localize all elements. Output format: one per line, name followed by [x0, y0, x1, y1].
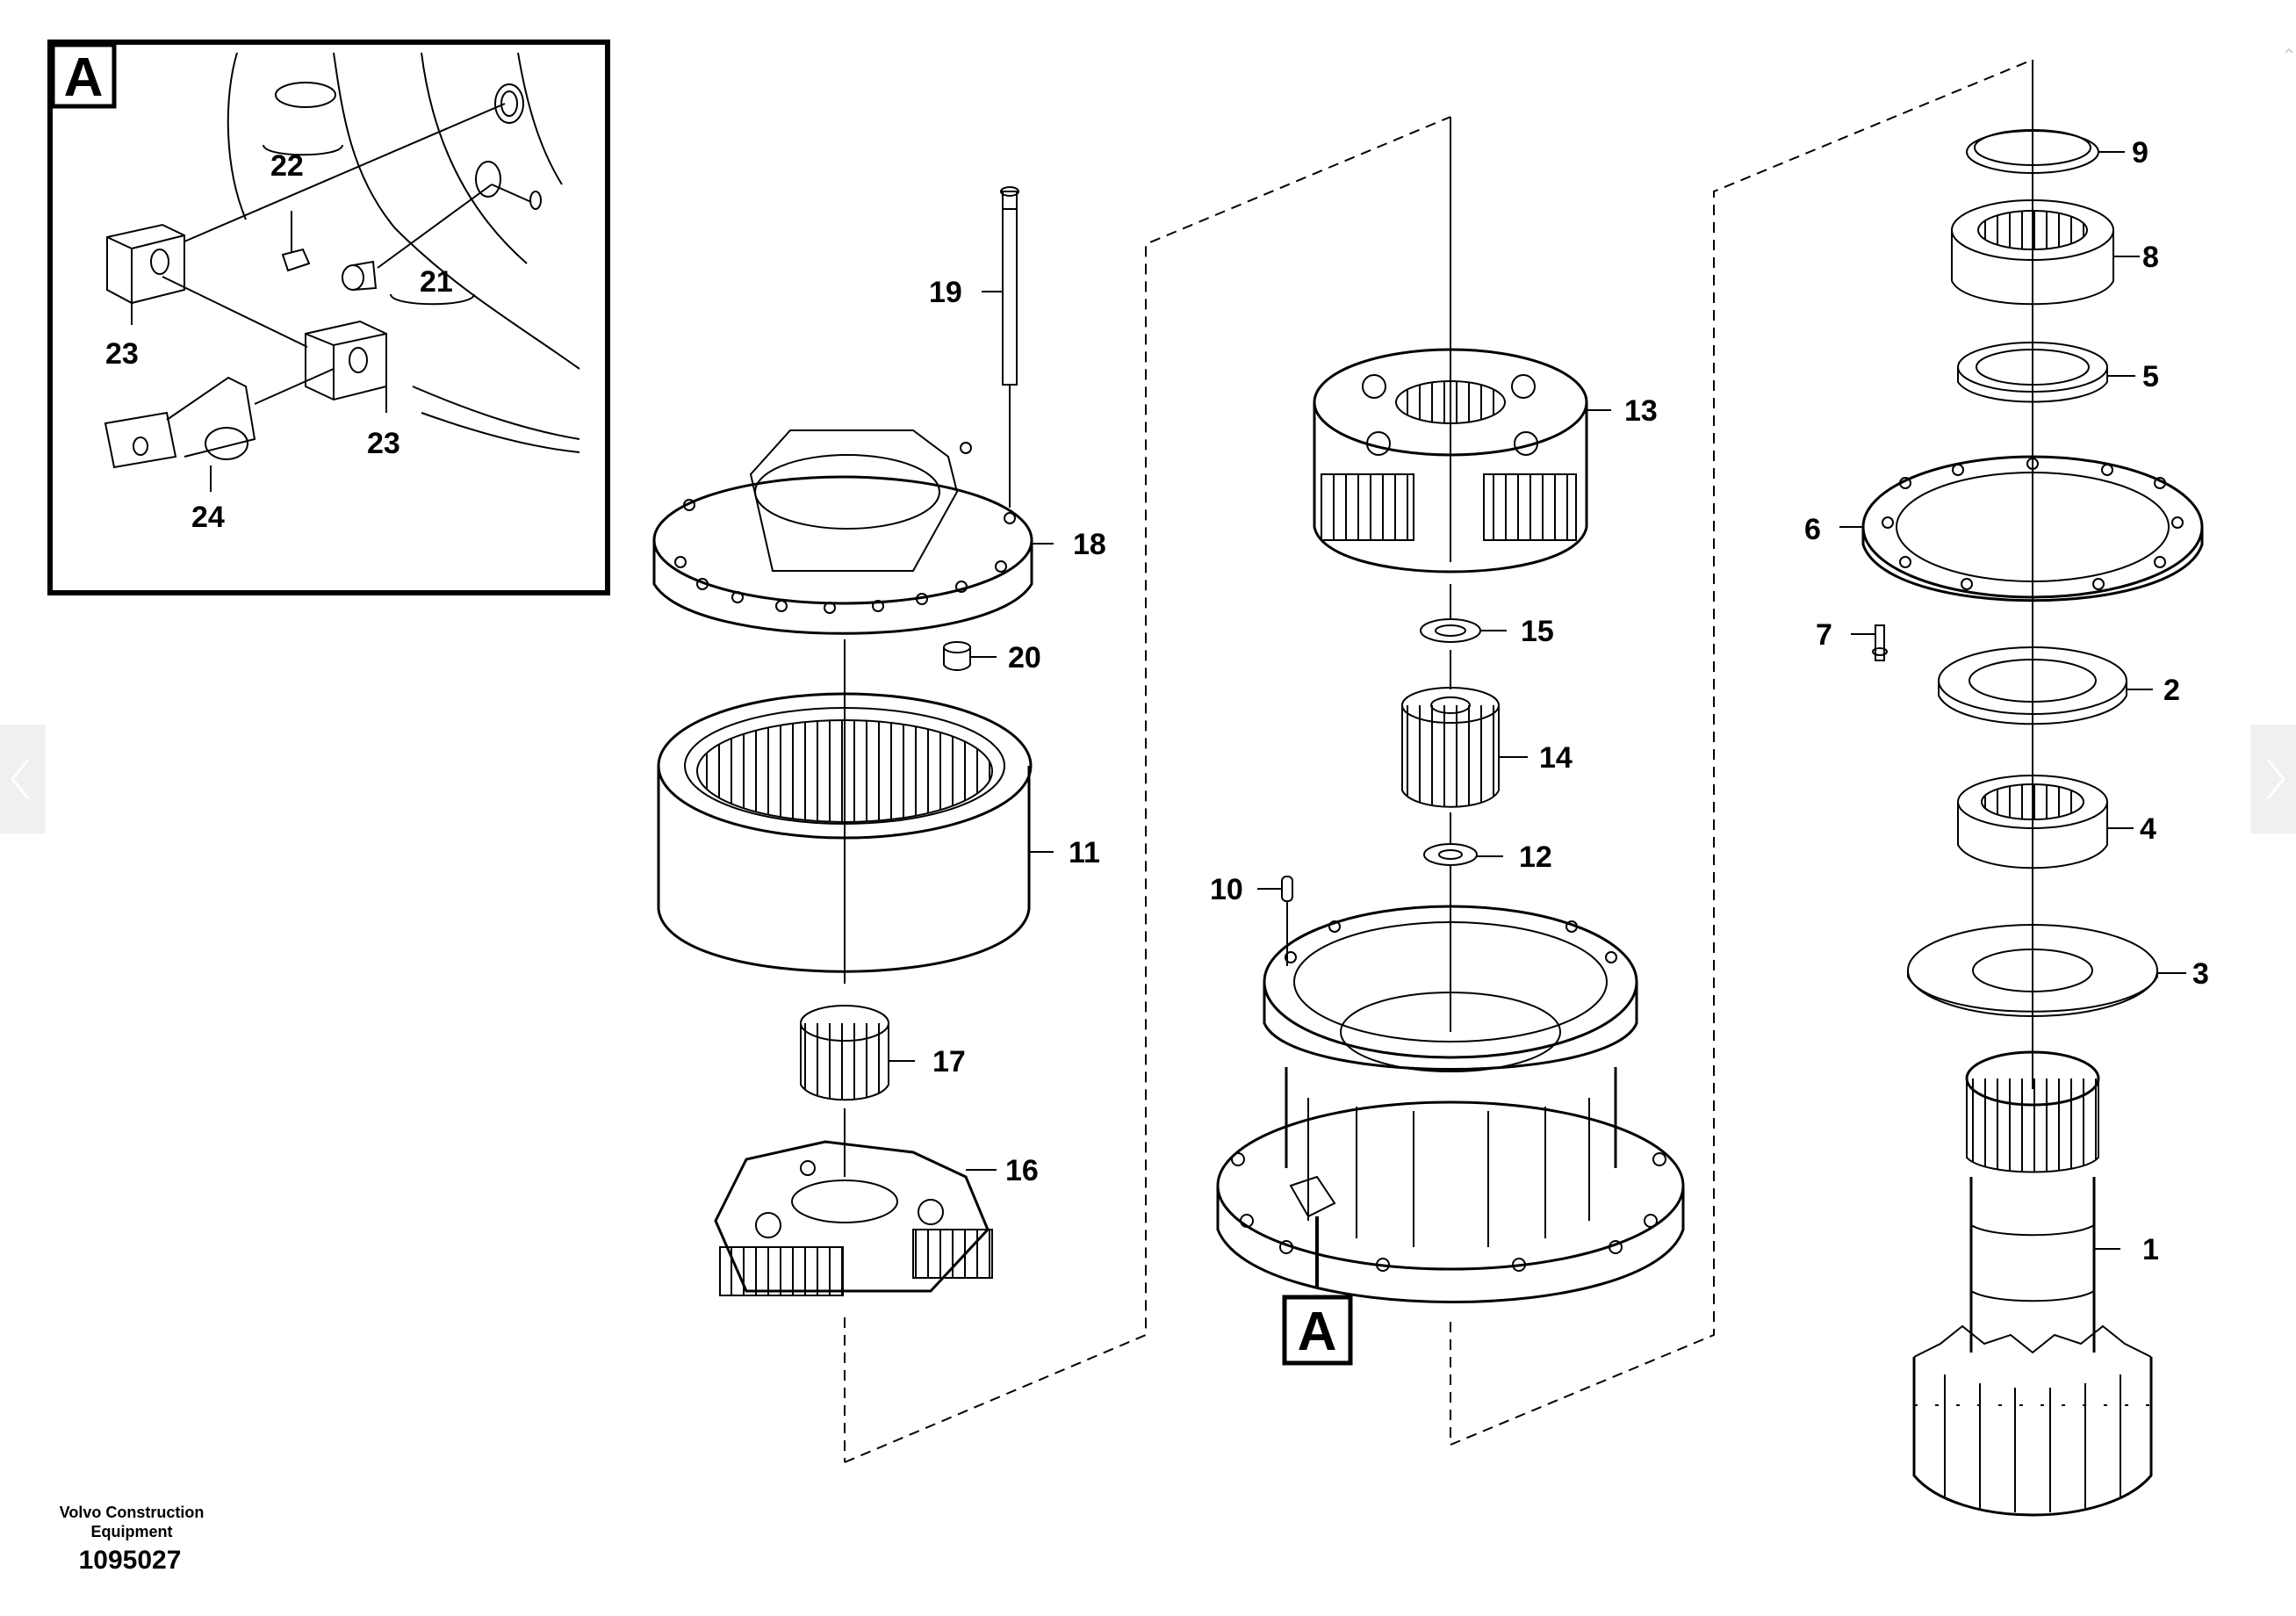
callout-7: 7 — [1816, 618, 1832, 652]
part-15-washer — [1420, 584, 1507, 643]
part-13-carrier — [1313, 117, 1611, 574]
callout-1: 1 — [2142, 1233, 2159, 1266]
part-6-flange — [1839, 455, 2204, 602]
part-11-ring-gear — [657, 639, 1054, 984]
housing — [1216, 905, 1685, 1445]
doc-number: 1095027 — [79, 1546, 182, 1575]
part-9-circlip — [1966, 129, 2125, 174]
callout-18: 18 — [1073, 528, 1106, 561]
callout-4: 4 — [2140, 812, 2156, 846]
callout-2: 2 — [2163, 674, 2180, 707]
next-image-button[interactable] — [2250, 725, 2296, 833]
part-2-seal — [1938, 646, 2153, 725]
callout-11: 11 — [1069, 836, 1100, 869]
part-19-bolt — [982, 186, 1019, 508]
chevron-left-icon — [11, 759, 30, 799]
scroll-up-arrow-icon[interactable] — [2282, 0, 2296, 88]
callout-10: 10 — [1210, 873, 1243, 906]
callout-15: 15 — [1521, 615, 1554, 648]
chevron-right-icon — [2266, 759, 2285, 799]
part-8-bearing — [1951, 199, 2140, 306]
part-3-shim — [1907, 924, 2186, 1017]
callout-5: 5 — [2142, 360, 2159, 393]
callout-20: 20 — [1008, 641, 1041, 675]
callout-16: 16 — [1005, 1154, 1039, 1187]
part-16-planet-carrier — [714, 1108, 997, 1462]
detail-a-marker-letter: A — [1298, 1302, 1337, 1362]
callout-23-lower: 23 — [367, 427, 400, 460]
callout-3: 3 — [2192, 957, 2209, 991]
part-1-pinion-shaft — [1912, 1050, 2153, 1517]
callout-9: 9 — [2132, 136, 2148, 170]
part-7-bolt — [1851, 624, 1888, 661]
detail-a-marker — [1282, 1295, 1353, 1366]
callout-19: 19 — [929, 276, 962, 309]
part-4-bearing — [1957, 775, 2134, 869]
callout-8: 8 — [2142, 241, 2159, 274]
callout-12: 12 — [1519, 840, 1552, 874]
callout-17: 17 — [932, 1045, 966, 1079]
callout-22: 22 — [270, 149, 304, 183]
detail-a-letter: A — [64, 47, 104, 108]
callout-13: 13 — [1624, 394, 1658, 428]
part-5-ring — [1957, 342, 2135, 403]
previous-image-button[interactable] — [0, 725, 46, 833]
part-12-washer — [1423, 812, 1503, 1032]
part-14-gear — [1401, 650, 1528, 808]
footer-company-line2: Equipment — [91, 1523, 173, 1540]
footer-company-line1: Volvo Construction — [60, 1504, 205, 1521]
callout-21: 21 — [420, 265, 453, 299]
callout-24: 24 — [191, 501, 225, 534]
part-10-pin — [1257, 876, 1293, 966]
part-20-plug — [943, 641, 997, 671]
detail-a-box — [47, 40, 610, 595]
callout-23-upper: 23 — [105, 337, 139, 371]
part-18-cover — [652, 429, 1054, 635]
callout-14: 14 — [1539, 741, 1573, 775]
callout-6: 6 — [1804, 513, 1821, 546]
part-17-sun-gear — [800, 1005, 915, 1101]
